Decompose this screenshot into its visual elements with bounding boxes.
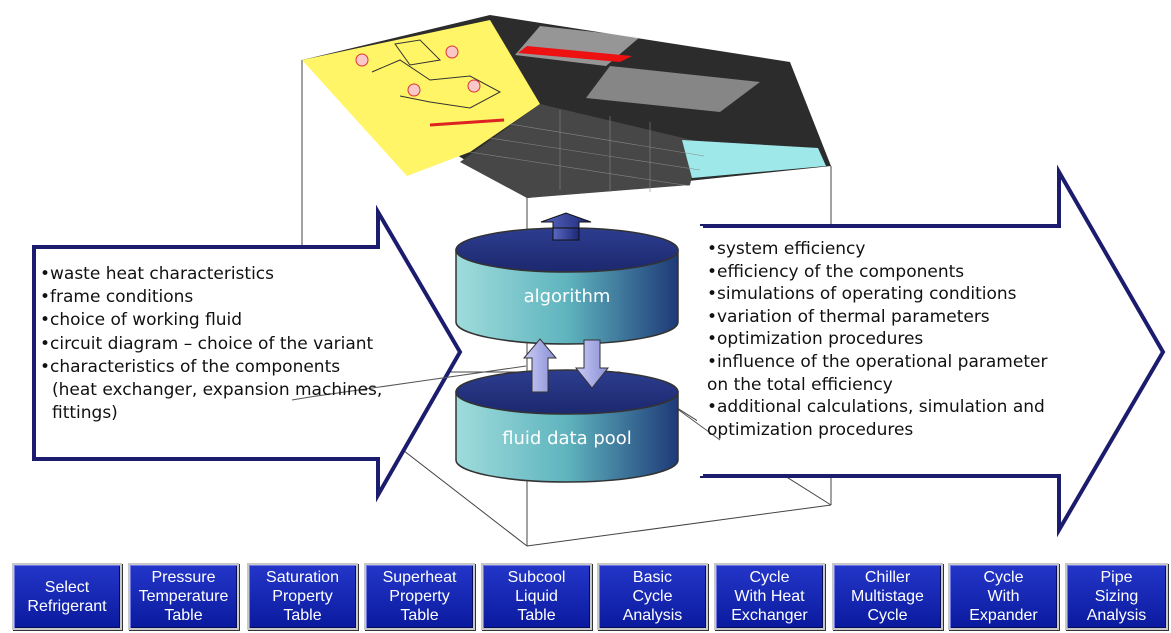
list-item-continuation: fittings)	[52, 403, 118, 424]
input-arrow	[32, 204, 463, 503]
list-item: •system efficiency	[707, 239, 866, 259]
list-item: •frame conditions	[40, 287, 194, 308]
subcool-liquid-table-button[interactable]: Subcool Liquid Table	[481, 563, 592, 630]
list-item-continuation: (heat exchanger, expansion machines,	[52, 380, 383, 401]
list-item-continuation: optimization procedures	[707, 419, 914, 440]
output-list: •system efficiency •efficiency of the co…	[707, 238, 1047, 441]
list-item: •influence of the operational parameter	[707, 351, 1048, 372]
down-flow-arrow-icon	[574, 339, 610, 389]
algorithm-cylinder	[455, 227, 679, 345]
list-item: •optimization procedures	[707, 329, 924, 350]
basic-cycle-analysis-button[interactable]: Basic Cycle Analysis	[597, 563, 708, 630]
list-item-continuation: on the total efficiency	[707, 374, 893, 395]
chiller-multistage-cycle-button[interactable]: Chiller Multistage Cycle	[832, 563, 943, 630]
output-arrow	[700, 164, 1166, 538]
list-item: •characteristics of the components	[40, 356, 341, 377]
saturation-property-table-button[interactable]: Saturation Property Table	[247, 563, 358, 630]
cycle-with-expander-button[interactable]: Cycle With Expander	[948, 563, 1059, 630]
function-toolbar: Select Refrigerant Pressure Temperature …	[0, 560, 1171, 633]
fluid-data-pool-label: fluid data pool	[502, 428, 632, 449]
up-flow-arrow-icon	[522, 338, 558, 393]
select-refrigerant-button[interactable]: Select Refrigerant	[12, 563, 122, 630]
input-list: •waste heat characteristics •frame condi…	[40, 263, 382, 425]
connector-lines	[291, 365, 721, 441]
list-item: •additional calculations, simulation and	[707, 397, 1045, 418]
list-item: •efficiency of the components	[707, 261, 965, 282]
fluid-data-pool-cylinder	[455, 369, 679, 483]
list-item: •variation of thermal parameters	[707, 306, 990, 327]
list-item: •circuit diagram – choice of the variant	[40, 333, 374, 354]
pipe-sizing-analysis-button[interactable]: Pipe Sizing Analysis	[1065, 563, 1168, 630]
list-item: •waste heat characteristics	[40, 264, 275, 284]
pressure-temperature-table-button[interactable]: Pressure Temperature Table	[128, 563, 239, 630]
algorithm-label: algorithm	[523, 286, 611, 307]
list-item: •choice of working fluid	[40, 310, 243, 331]
software-screenshot-plane	[302, 15, 831, 198]
superheat-property-table-button[interactable]: Superheat Property Table	[364, 563, 475, 630]
list-item: •simulations of operating conditions	[707, 284, 1017, 305]
cycle-with-heat-exchanger-button[interactable]: Cycle With Heat Exchanger	[714, 563, 825, 630]
